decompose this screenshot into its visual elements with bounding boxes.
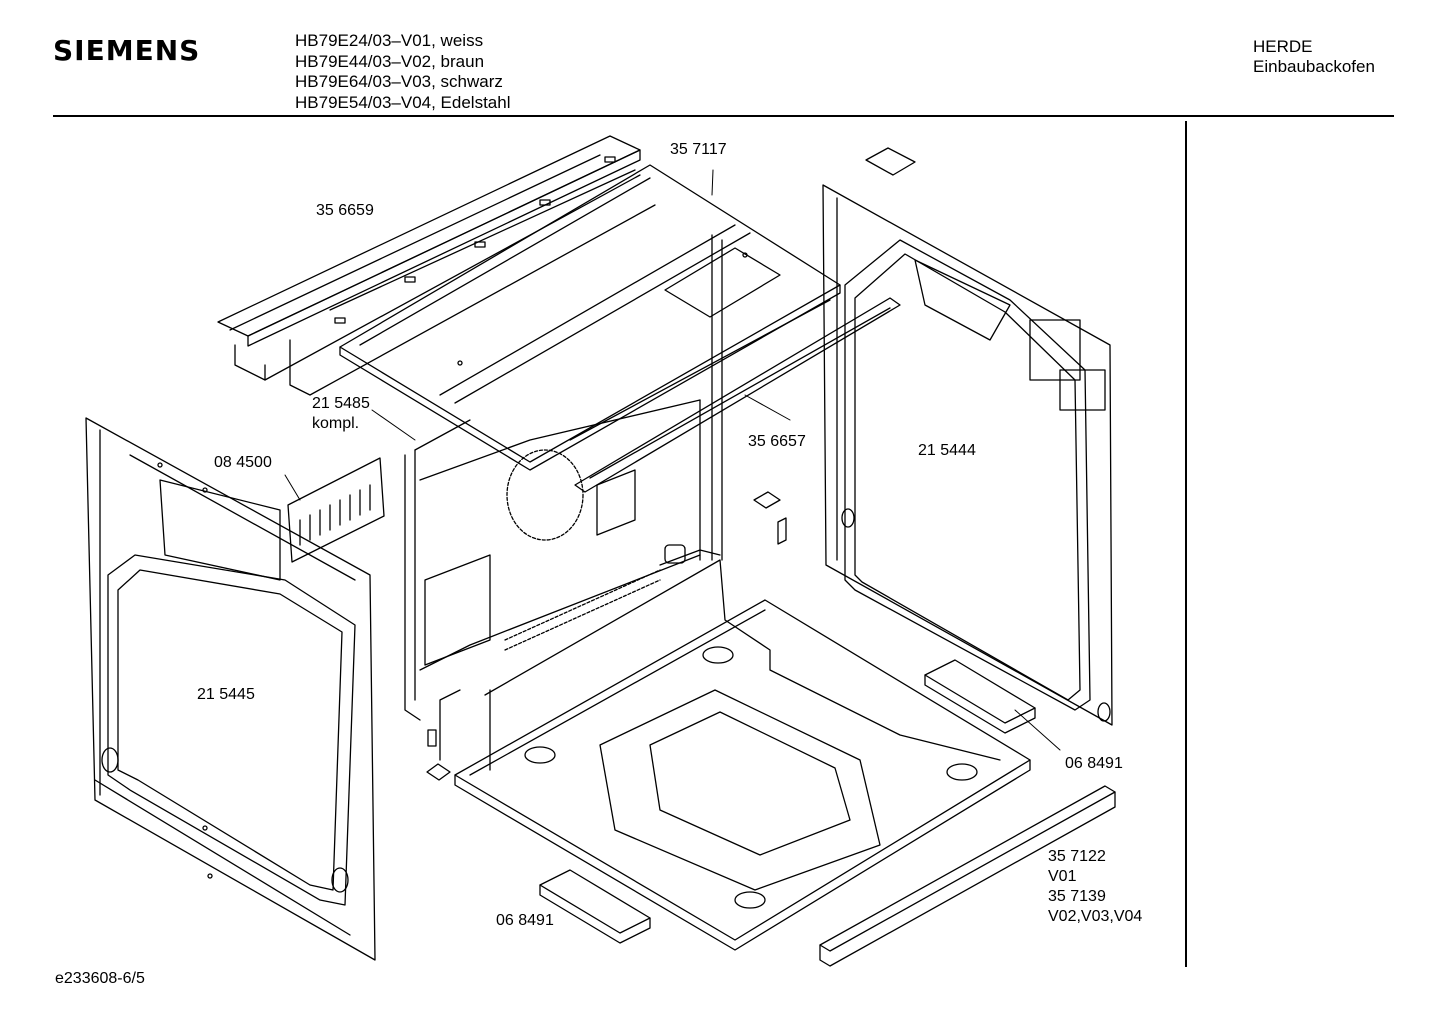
header-divider	[53, 115, 1394, 117]
left-side-panel-part	[85, 417, 376, 961]
part-variant: V01	[1048, 868, 1077, 885]
part-number: 21 5444	[918, 442, 976, 459]
leader-lines	[284, 169, 1061, 751]
category-subtitle: Einbaubackofen	[1253, 57, 1375, 76]
category-title: HERDE	[1253, 37, 1313, 56]
model-line: HB79E54/03–V04, Edelstahl	[295, 92, 511, 112]
part-number: 35 6657	[748, 433, 806, 450]
front-strip-part	[819, 785, 1116, 967]
part-number: 08 4500	[214, 454, 272, 471]
slide-rail-right-part	[924, 659, 1036, 734]
brand-logo: SIEMENS	[53, 34, 201, 67]
category-block: HERDE Einbaubackofen	[1253, 37, 1375, 77]
drawing-code: e233608-6/5	[55, 970, 145, 987]
part-number: 06 8491	[496, 912, 554, 929]
part-number: 35 7117	[670, 141, 727, 158]
part-label-215485: 21 5485 kompl.	[312, 394, 370, 434]
side-divider	[1185, 121, 1187, 967]
part-number: 21 5485	[312, 395, 370, 412]
part-variant: V02,V03,V04	[1048, 908, 1143, 925]
part-label-357122: 35 7122 V01 35 7139 V02,V03,V04	[1048, 847, 1142, 927]
part-label-068491-right: 06 8491	[1065, 754, 1123, 774]
model-line: HB79E24/03–V01, weiss	[295, 31, 484, 50]
part-note: kompl.	[312, 415, 360, 432]
part-label-084500: 08 4500	[214, 453, 272, 473]
fan-grid-part	[287, 457, 385, 563]
part-label-356657: 35 6657	[748, 432, 806, 452]
model-list: HB79E24/03–V01, weiss HB79E44/03–V02, br…	[295, 31, 511, 113]
oven-cavity-part	[404, 234, 723, 721]
model-line: HB79E44/03–V02, braun	[295, 51, 485, 71]
part-label-356659: 35 6659	[316, 201, 374, 221]
part-label-215444: 21 5444	[918, 441, 976, 461]
right-side-panel-part	[822, 184, 1113, 726]
part-number: 35 7139	[1048, 888, 1106, 905]
part-label-068491-left: 06 8491	[496, 911, 554, 931]
part-number: 21 5445	[197, 686, 255, 703]
part-label-215445: 21 5445	[197, 685, 255, 705]
top-rail-part	[217, 135, 656, 396]
small-bracket-parts	[426, 147, 916, 781]
part-number: 35 7122	[1048, 848, 1106, 865]
slide-rail-left-part	[539, 869, 651, 944]
model-line: HB79E64/03–V03, schwarz	[295, 72, 503, 91]
part-number: 35 6659	[316, 202, 374, 219]
top-cover-part	[339, 164, 841, 471]
side-rail-part	[574, 297, 901, 493]
bottom-frame-part	[439, 559, 1031, 951]
part-label-357117: 35 7117	[670, 140, 727, 160]
part-number: 06 8491	[1065, 755, 1123, 772]
